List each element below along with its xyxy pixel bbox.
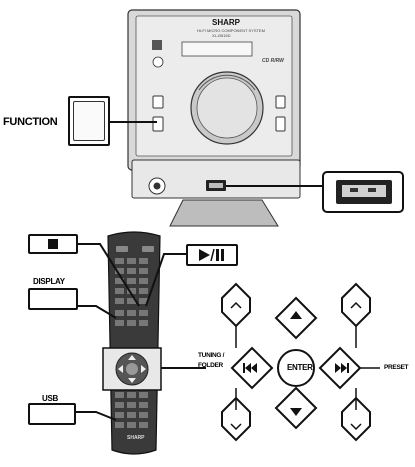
- skip-previous-icon: [243, 363, 257, 373]
- function-button-callout: [68, 96, 110, 146]
- enter-label: ENTER: [287, 363, 313, 372]
- skip-next-icon: [335, 363, 349, 373]
- triangle-up-icon: [290, 311, 302, 319]
- folder-label: FOLDER: [198, 362, 223, 369]
- remote-control: [102, 231, 162, 455]
- function-button-icon: [73, 101, 105, 141]
- usb-label: USB: [42, 394, 58, 403]
- chevron-down-icon: [350, 423, 362, 431]
- main-unit: [127, 9, 301, 227]
- play-pause-icon: [199, 248, 224, 262]
- remote-brand: SHARP: [127, 435, 145, 441]
- stop-icon: [48, 239, 58, 249]
- enter-button: [277, 349, 315, 387]
- chevron-up-icon: [350, 301, 362, 309]
- usb-button-callout: [28, 403, 76, 425]
- function-label: FUNCTION: [3, 116, 58, 128]
- triangle-down-icon: [290, 408, 302, 416]
- unit-model-line: HI-FI MICRO COMPONENT SYSTEM: [197, 28, 265, 33]
- tuning-label: TUNING /: [198, 352, 225, 359]
- chevron-up-icon: [230, 301, 242, 309]
- usb-port-callout: [226, 171, 404, 213]
- unit-brand: SHARP: [212, 18, 241, 27]
- disc-logo: CD R/RW: [262, 58, 284, 64]
- preset-label: PRESET: [384, 364, 409, 371]
- display-button-callout: [28, 288, 78, 310]
- unit-model-sub: XL-B515D: [212, 33, 231, 38]
- chevron-down-icon: [230, 423, 242, 431]
- play-pause-button-callout: [186, 244, 238, 266]
- navigation-pad: [221, 282, 380, 442]
- stop-button-callout: [28, 234, 78, 254]
- remote-leader-lines: [75, 243, 206, 421]
- display-label: DISPLAY: [33, 277, 65, 286]
